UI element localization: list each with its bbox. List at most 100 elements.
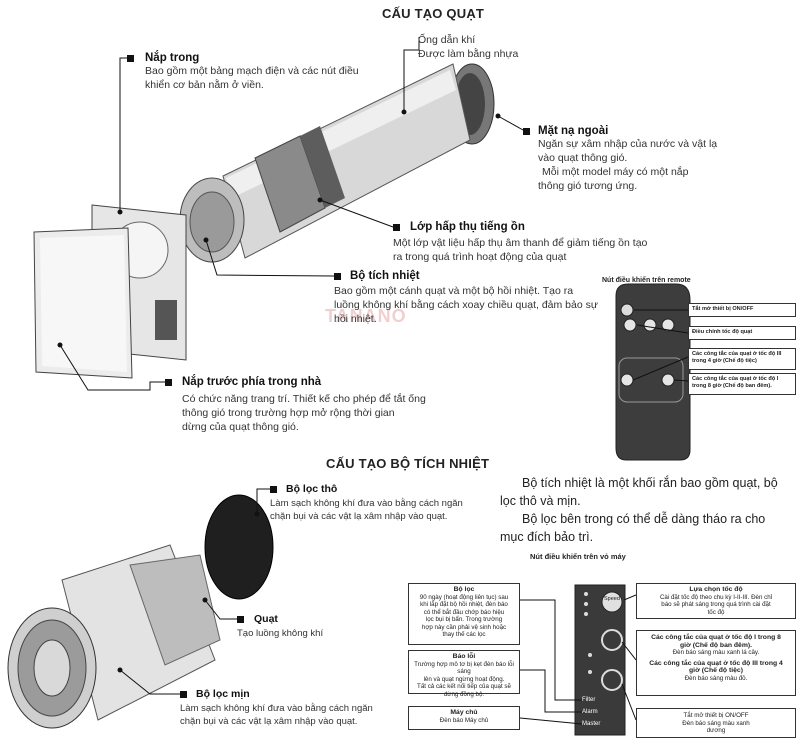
onoff-box-line0: Tắt mở thiết bị ON/OFF — [683, 712, 749, 719]
heat-exchanger-title: Bộ tích nhiệt — [350, 270, 420, 282]
filter-box-title: Bộ lọc — [453, 586, 475, 593]
inner-cover-text2: khiển cơ bản nằm ở viền. — [145, 79, 264, 91]
bullet-fan — [237, 616, 244, 623]
bullet-fine-filter — [180, 691, 187, 698]
noise-layer-text1: Một lớp vật liệu hấp thụ âm thanh để giả… — [393, 237, 648, 249]
filter-box-line1: khi lắp đặt bộ hồi nhiệt, đèn báo — [420, 601, 508, 608]
noise-absorbing-dark — [300, 126, 345, 208]
remote-title: Nút điều khiển trên remote — [602, 277, 691, 284]
heat-exchanger-text1: Bao gồm một cánh quạt và một bộ hồi nhiệ… — [334, 285, 574, 297]
panel-mode-button — [601, 629, 623, 651]
mode-box-line1: Đèn báo sáng màu xanh lá cây. — [672, 649, 760, 656]
fan-blades — [129, 554, 221, 666]
label-coarse-filter-title: Bộ lọc thô — [286, 483, 337, 495]
inner-cover-board — [155, 300, 177, 340]
panel-leader-lines — [519, 594, 637, 725]
panel-led-3 — [584, 612, 588, 616]
remote-label-iii: Các công tắc của quạt ở tốc độ III trong… — [688, 348, 796, 370]
watermark: TANANO — [325, 306, 407, 326]
alarm-box-line1: lên và quạt ngừng hoạt động. — [423, 675, 505, 683]
mode-box-line2: Đèn báo sáng màu đỏ. — [684, 674, 748, 682]
front-cover-text3: dừng của quạt thông gió. — [182, 421, 299, 433]
label-front-cover-title: Nắp trước phía trong nhà — [182, 376, 321, 388]
onoff-box-line2: dương — [706, 727, 726, 734]
mode-info-box: Các công tắc của quạt ở tốc độ I trong 8… — [636, 630, 796, 696]
label-noise-layer: Lớp hấp thụ tiếng ồn — [410, 221, 525, 233]
filter-box-line4: hợp này cần phải vệ sinh hoặc — [421, 623, 507, 631]
speed-box-title: Lựa chọn tốc độ — [689, 586, 743, 593]
filter-box-line0: 90 ngày (hoạt động liên tục) sau — [419, 593, 509, 601]
panel-led-4 — [588, 653, 592, 657]
alarm-info-box: Báo lỗi Trường hợp mô tơ bị kẹt đèn báo … — [408, 650, 520, 698]
panel-label-alarm: Alarm — [582, 709, 598, 715]
coarse-filter-disc — [204, 494, 274, 600]
remote-leader-lines — [632, 309, 689, 382]
speed-info-box: Lựa chọn tốc độ Cài đặt tốc độ theo chu … — [636, 583, 796, 619]
onoff-info-box: Tắt mở thiết bị ON/OFF Đèn báo sáng màu … — [636, 708, 796, 738]
remote-label-i: Các công tắc của quạt ở tốc độ I trong 8… — [688, 373, 796, 395]
label-front-cover: Có chức năng trang trí. Thiết kế cho phé… — [182, 392, 426, 434]
air-duct-title: Ống dẫn khí — [418, 34, 476, 46]
inner-cover-text1: Bao gồm một bảng mạch điện và các nút đi… — [145, 65, 359, 77]
fine-filter-text1: Làm sạch không khí đưa vào bằng cách ngă… — [180, 703, 373, 714]
heat-exchanger-text3: hồi nhiệt. — [334, 313, 377, 325]
remote-speed1-button — [623, 318, 637, 332]
master-box-title: Máy chủ — [450, 709, 478, 716]
mode-box-title1: Các công tắc của quạt ở tốc độ I trong 8 — [651, 634, 781, 641]
bullet-heat-exchanger — [334, 273, 341, 280]
onoff-box-line1: Đèn báo sáng màu xanh — [682, 719, 750, 727]
label-fine-filter-title: Bộ lọc mịn — [196, 688, 250, 700]
bullet-coarse-filter — [270, 486, 277, 493]
air-duct-text: Được làm bằng nhựa — [418, 48, 519, 60]
mode-box-title3: Các công tắc của quạt ở tốc độ III trong… — [649, 659, 783, 667]
device-panel-title: Nút điều khiển trên vỏ máy — [530, 552, 626, 561]
alarm-box-line2: Tất cả các kết nối tiếp của quạt sẽ — [417, 683, 511, 690]
remote-label-onoff: Tắt mở thiết bị ON/OFF — [688, 303, 796, 317]
leader-dots-bottom — [117, 511, 260, 673]
coarse-filter-text1: Làm sạch không khí đưa vào bằng cách ngă… — [270, 498, 463, 509]
remote-mode-i-button — [661, 373, 675, 387]
label-heat-exchanger: Bao gồm một cánh quạt và một bộ hồi nhiệ… — [334, 284, 598, 326]
mode-box-title4: giờ (Chế độ tiệc) — [689, 667, 743, 674]
alarm-box-line3: dừng đồng bộ. — [443, 690, 485, 698]
bullet-inner-cover — [127, 55, 134, 62]
outer-mask-text1: Ngăn sự xâm nhập của nước và vật lạ — [538, 138, 718, 150]
label-noise-layer-text: Một lớp vật liệu hấp thụ âm thanh để giả… — [393, 236, 647, 264]
outer-mask-title: Mặt nạ ngoài — [538, 125, 609, 137]
front-cover-text2: thông gió trong trường hợp mở rộng thời … — [182, 407, 395, 419]
coarse-filter-title: Bộ lọc thô — [286, 483, 338, 495]
label-fan-title: Quạt — [254, 613, 278, 625]
label-coarse-filter: Làm sạch không khí đưa vào bằng cách ngă… — [270, 497, 463, 523]
speed-box-line1: báo sẽ phát sáng trong quá trình cài đặt — [661, 601, 771, 608]
fan-title: Quạt — [254, 613, 278, 625]
filter-box-line3: lọc bụi bị bẩn. Trong trường — [425, 616, 503, 623]
alarm-box-title: Báo lỗi — [452, 653, 476, 660]
leader-lines-bottom — [119, 488, 270, 695]
panel-led-5 — [588, 670, 592, 674]
heat-description-1: Bộ tích nhiệt là một khối rắn bao gồm qu… — [522, 476, 778, 490]
label-fine-filter: Làm sạch không khí đưa vào bằng cách ngă… — [180, 702, 373, 728]
heat-description-2: lọc thô và mịn. — [500, 494, 581, 508]
front-cover-title: Nắp trước phía trong nhà — [182, 376, 322, 388]
remote-label-speed: Điều chỉnh tốc độ quạt — [688, 326, 796, 340]
fan-structure-title: CẤU TẠO QUẠT — [382, 6, 485, 21]
heat-structure-title: CẤU TẠO BỘ TÍCH NHIỆT — [326, 456, 490, 471]
filter-box-line2: có thể bắt đầu chớp báo hiệu — [423, 608, 505, 616]
remote-power-button — [620, 303, 634, 317]
noise-layer-text2: ra trong quá trình hoạt động của quạt — [393, 251, 567, 263]
fine-filter-text2: chặn bụi và các vật lạ xâm nhập vào quạt… — [180, 716, 358, 727]
panel-label-master: Master — [582, 721, 601, 727]
fan-text: Tạo luồng không khí — [237, 628, 324, 639]
filter-info-box: Bộ lọc 90 ngày (hoạt động liên tục) sau … — [408, 583, 520, 645]
label-outer-mask: Mặt nạ ngoài Ngăn sự xâm nhập của nước v… — [538, 125, 717, 193]
bullet-front-cover — [165, 379, 172, 386]
remote-speed3-button — [661, 318, 675, 332]
bullet-noise-layer — [393, 224, 400, 231]
heat-exchanger-core — [189, 191, 235, 253]
front-cover-text1: Có chức năng trang trí. Thiết kế cho phé… — [182, 393, 426, 405]
leader-dots-top — [57, 109, 501, 348]
label-air-duct: Ống dẫn khí Được làm bằng nhựa — [418, 33, 518, 61]
fine-filter-core — [33, 639, 71, 697]
inner-cover-title: Nắp trong — [145, 52, 200, 64]
